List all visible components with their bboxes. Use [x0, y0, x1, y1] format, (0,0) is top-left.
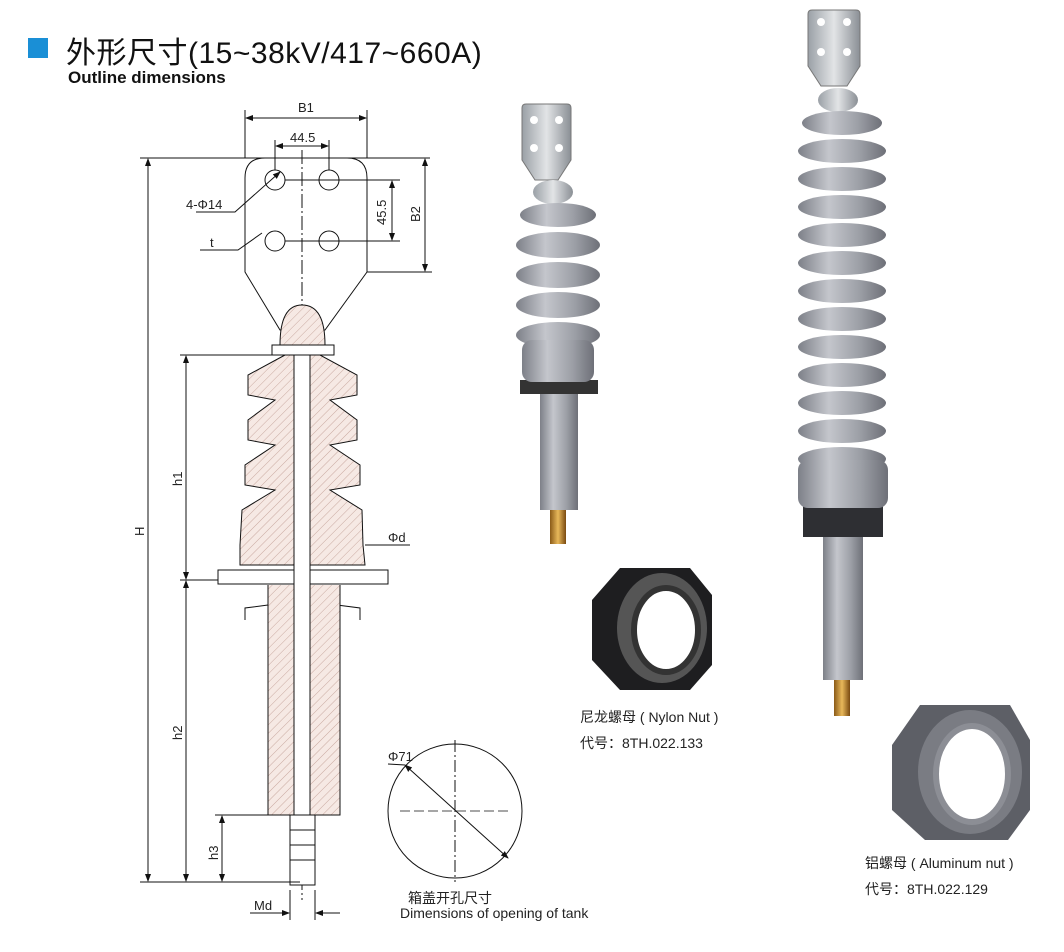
stud — [289, 814, 316, 886]
aluminum-nut-code: 代号：8TH.022.129 — [865, 881, 988, 897]
label-phi71: Φ71 — [388, 749, 413, 764]
conductor-rod — [293, 354, 311, 816]
label-h2: h2 — [170, 726, 185, 740]
label-h: H — [132, 527, 147, 536]
label-h1: h1 — [170, 472, 185, 486]
label-44-5: 44.5 — [290, 130, 315, 145]
label-b1: B1 — [298, 100, 314, 115]
label-hole-spec: 4-Φ14 — [186, 197, 222, 212]
sheds — [516, 203, 600, 382]
label-h3: h3 — [206, 846, 221, 860]
label-d: Φd — [388, 530, 406, 545]
label-t: t — [210, 235, 214, 250]
page-title: 外形尺寸(15~38kV/417~660A) — [66, 37, 483, 70]
tank-opening-caption-en: Dimensions of opening of tank — [400, 905, 589, 921]
nylon-nut-code: 代号：8TH.022.133 — [580, 735, 703, 751]
label-45-5: 45.5 — [374, 200, 389, 225]
cap-dome — [279, 304, 326, 346]
nylon-nut-name: 尼龙螺母 ( Nylon Nut ) — [580, 709, 719, 725]
small-bushing-photo — [516, 103, 600, 544]
dimension-labels: B1 44.5 4-Φ14 t 45.5 B2 H h1 h2 h3 Φd Md — [132, 100, 423, 913]
aluminum-nut-name: 铝螺母 ( Aluminum nut ) — [865, 855, 1014, 871]
page-subtitle: Outline dimensions — [68, 68, 226, 87]
large-bushing-photo — [798, 9, 888, 716]
label-md: Md — [254, 898, 272, 913]
tank-opening-drawing: Φ71 — [387, 740, 523, 882]
title-square-icon — [28, 38, 48, 58]
sheds — [798, 111, 888, 508]
technical-drawing — [140, 110, 432, 920]
terminal-plate — [244, 157, 368, 331]
tank-opening-caption-cn: 箱盖开孔尺寸 — [408, 890, 492, 906]
aluminum-nut-photo — [892, 705, 1030, 840]
label-b2: B2 — [408, 206, 423, 222]
nylon-nut-photo — [592, 568, 712, 690]
